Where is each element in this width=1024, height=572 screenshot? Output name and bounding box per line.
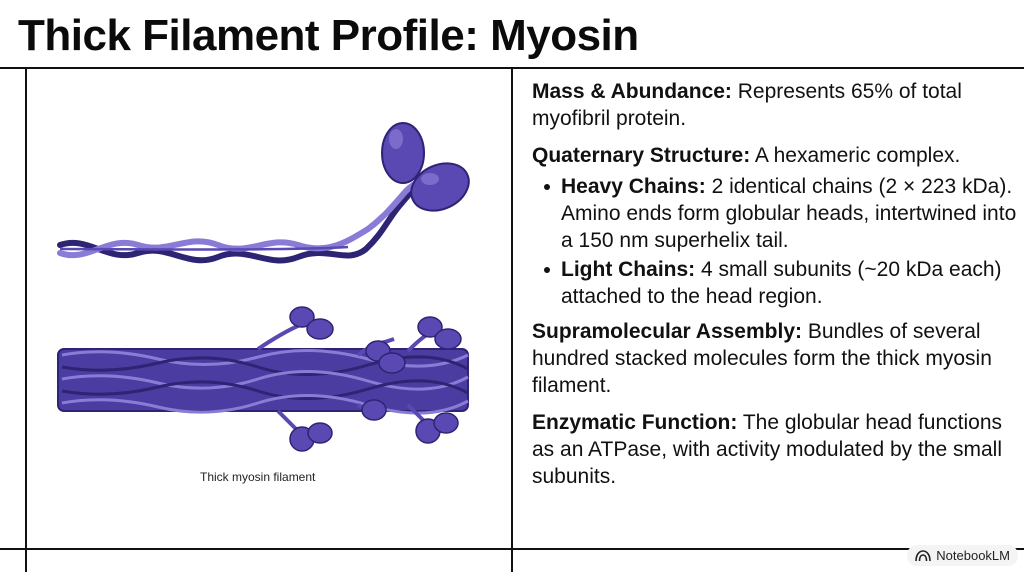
section-heading: Enzymatic Function: bbox=[532, 411, 738, 434]
section-heading: Quaternary Structure: bbox=[532, 144, 751, 167]
bundle-head bbox=[306, 318, 334, 340]
middle-divider bbox=[511, 67, 513, 572]
left-divider bbox=[25, 67, 27, 572]
bundle-head bbox=[378, 352, 406, 374]
section-quaternary-structure: Quaternary Structure: A hexameric comple… bbox=[532, 142, 1020, 169]
bullet-icon bbox=[544, 184, 550, 190]
bundle-head bbox=[289, 306, 315, 328]
bundle-head bbox=[307, 422, 333, 444]
description-panel: Mass & Abundance: Represents 65% of tota… bbox=[532, 78, 1020, 500]
single-myosin-molecule bbox=[57, 122, 470, 264]
section-heading: Mass & Abundance: bbox=[532, 80, 732, 103]
heavy-chain-b bbox=[57, 170, 443, 259]
list-item-heavy-chains: Heavy Chains: 2 identical chains (2 × 22… bbox=[532, 173, 1020, 254]
bundle-head bbox=[434, 328, 462, 350]
bundle-head bbox=[417, 316, 443, 338]
section-body: Represents 65% of total myofibril protei… bbox=[532, 80, 962, 130]
section-body: A hexameric complex. bbox=[750, 144, 961, 167]
notebook-icon bbox=[915, 549, 932, 561]
bundle-head bbox=[433, 412, 459, 434]
myosin-head-1 bbox=[381, 122, 425, 184]
bullet-heading: Heavy Chains: bbox=[561, 175, 706, 198]
section-supramolecular-assembly: Supramolecular Assembly: Bundles of seve… bbox=[532, 318, 1020, 399]
figure-caption: Thick myosin filament bbox=[200, 470, 316, 484]
thick-filament-bundle bbox=[57, 306, 469, 452]
bullet-icon bbox=[544, 267, 550, 273]
bullet-body: 4 small subunits (~20 kDa each) attached… bbox=[561, 258, 1002, 308]
subunit-list: Heavy Chains: 2 identical chains (2 × 22… bbox=[532, 173, 1020, 310]
badge-label: NotebookLM bbox=[936, 548, 1010, 563]
bundle-head bbox=[361, 399, 387, 421]
section-enzymatic-function: Enzymatic Function: The globular head fu… bbox=[532, 409, 1020, 490]
page-title: Thick Filament Profile: Myosin bbox=[18, 11, 639, 60]
myosin-figure: Thick myosin filament bbox=[28, 69, 510, 548]
heavy-chain-a bbox=[57, 170, 429, 264]
section-mass-abundance: Mass & Abundance: Represents 65% of tota… bbox=[532, 78, 1020, 132]
notebooklm-badge[interactable]: NotebookLM bbox=[907, 545, 1018, 566]
list-item-light-chains: Light Chains: 4 small subunits (~20 kDa … bbox=[532, 256, 1020, 310]
section-body: Bundles of several hundred stacked molec… bbox=[532, 320, 992, 397]
tail-core bbox=[59, 245, 349, 251]
bullet-heading: Light Chains: bbox=[561, 258, 696, 281]
myosin-illustration bbox=[57, 122, 470, 452]
bullet-body: 2 identical chains (2 × 223 kDa). Amino … bbox=[561, 175, 1017, 252]
section-heading: Supramolecular Assembly: bbox=[532, 320, 802, 343]
section-body: The globular head functions as an ATPase… bbox=[532, 411, 1002, 488]
